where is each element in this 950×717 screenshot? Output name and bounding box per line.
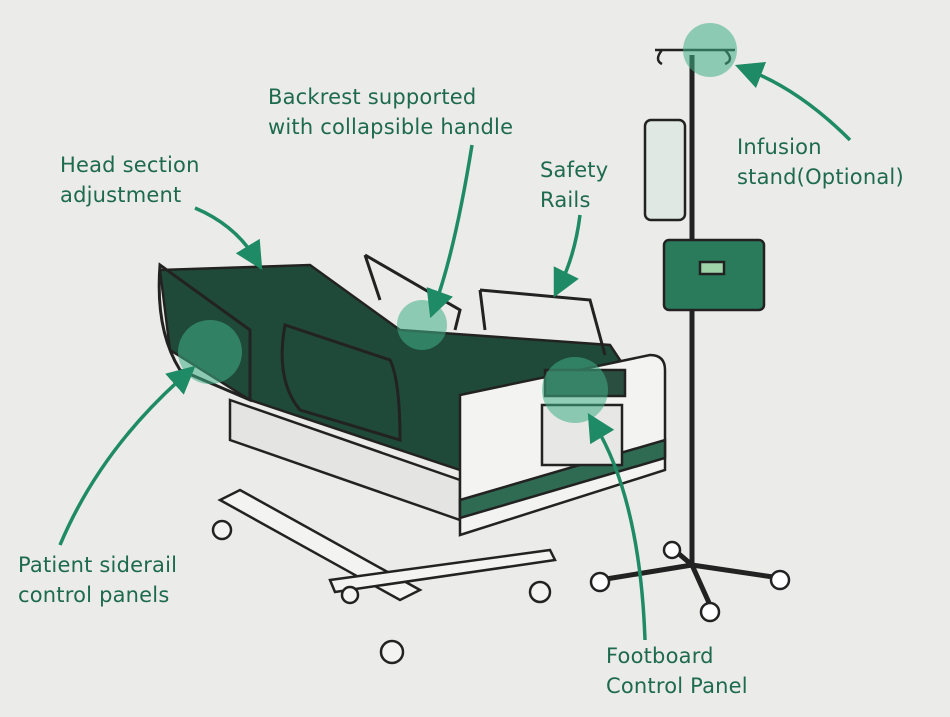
label-line: Control Panel [606,674,748,698]
label-line: Head section [60,153,200,177]
label-line: Backrest supported [268,85,477,109]
arrow-backrest [426,144,474,319]
label-line: adjustment [60,183,182,207]
arrow-head-section [194,206,263,270]
label-infusion-stand: Infusion stand(Optional) [737,132,904,192]
label-siderail-panels: Patient siderail control panels [18,550,177,610]
label-line: Safety [540,158,609,182]
arrow-infusion-stand [734,61,852,142]
label-line: with collapsible handle [268,115,514,139]
arrow-footboard-panel [587,412,647,641]
callout-arrows [58,61,852,641]
label-safety-rails: Safety Rails [540,155,608,215]
label-line: Rails [540,188,591,212]
arrow-safety-rails [553,214,582,298]
feature-highlights [178,23,737,423]
label-line: control panels [18,583,170,607]
label-head-section: Head section adjustment [60,150,200,210]
label-line: stand(Optional) [737,165,904,189]
bed-frame [211,398,557,665]
label-footboard-panel: Footboard Control Panel [606,641,748,701]
label-line: Footboard [606,644,714,668]
arrow-siderail-panels [58,365,196,546]
label-line: Infusion [737,135,822,159]
label-line: Patient siderail [18,553,178,577]
infusion-stand [589,48,791,623]
label-backrest: Backrest supported with collapsible hand… [268,82,513,142]
